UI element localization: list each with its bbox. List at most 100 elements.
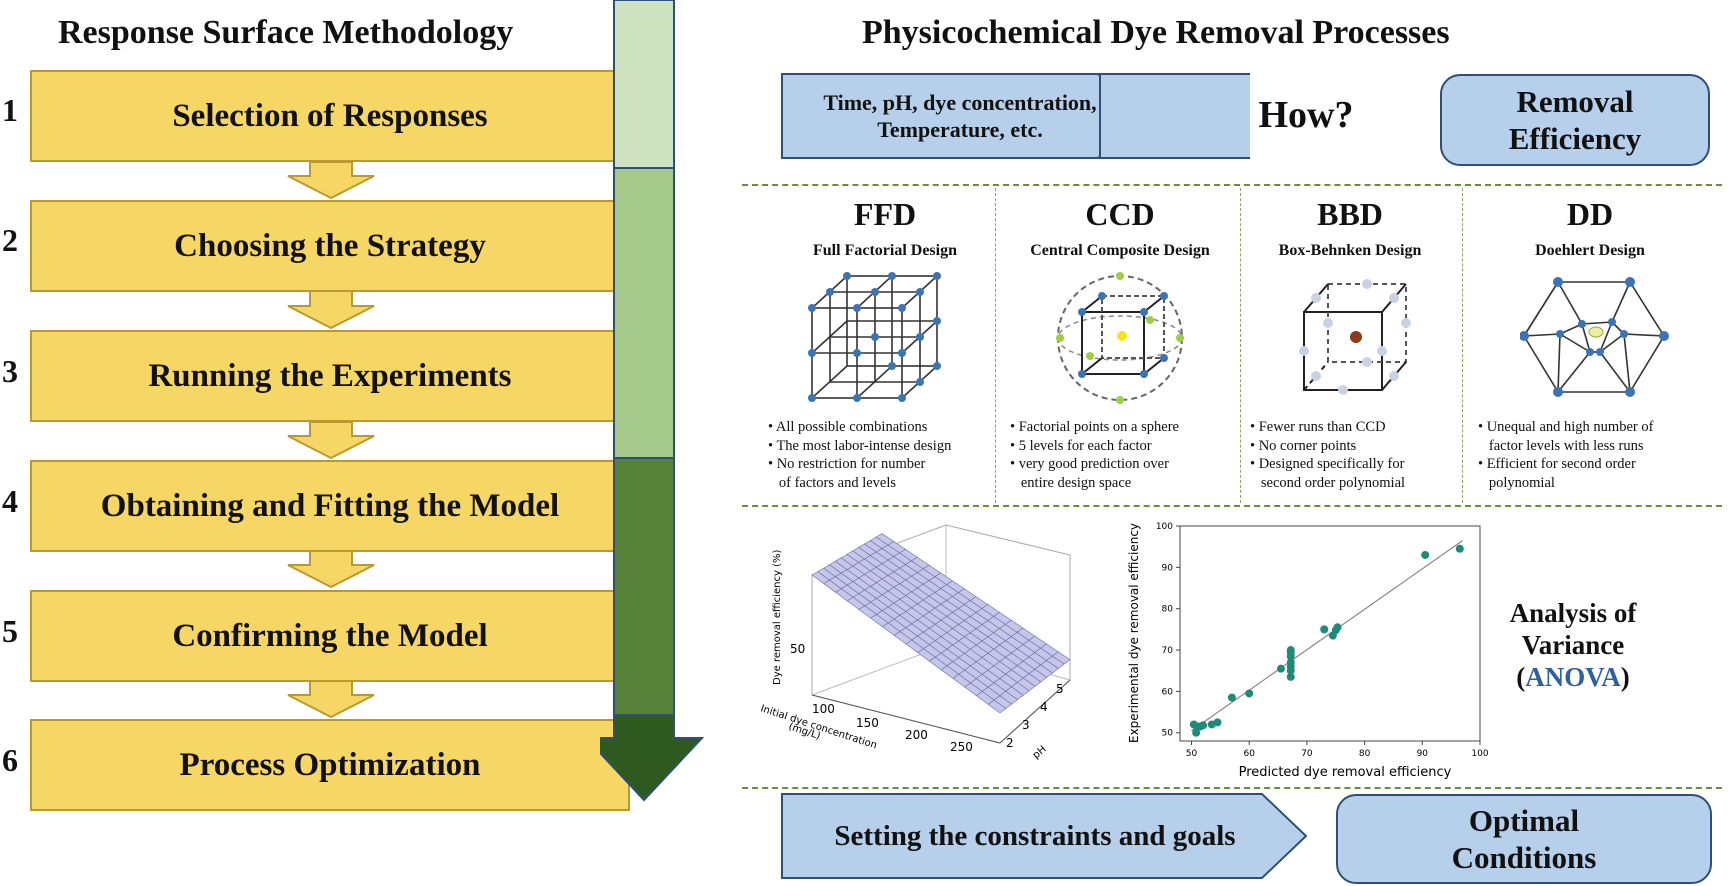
progress-bar xyxy=(600,0,705,802)
data-point xyxy=(1199,721,1208,730)
optimal-line-1: Optimal xyxy=(1468,802,1580,838)
data-point xyxy=(1227,693,1236,702)
bullet: polynomial xyxy=(1478,474,1555,491)
bullet: • No restriction for number xyxy=(768,456,926,472)
ffd-full-name: Full Factorial Design xyxy=(813,242,957,259)
y-tick-label: 90 xyxy=(1162,563,1174,573)
how-label: How? xyxy=(1258,94,1354,137)
x-tick-label: 100 xyxy=(1471,749,1488,759)
constraints-arrow-shape xyxy=(781,793,1308,879)
step-number-5: 5 xyxy=(2,613,18,649)
y-tick-label: 100 xyxy=(1156,522,1173,532)
x-tick-label: 60 xyxy=(1244,749,1256,759)
bullet: factor levels with less runs xyxy=(1478,437,1644,454)
bullet: of factors and levels xyxy=(768,474,897,491)
divider-top xyxy=(742,184,1722,186)
bullet: • very good prediction over xyxy=(1010,456,1169,472)
surface-plot: Dye removal efficiency (%) 50 100 150 20… xyxy=(760,524,1071,761)
bbd-full-name: Box-Behnken Design xyxy=(1278,242,1422,259)
ylabel: pH xyxy=(1031,744,1049,761)
bullet: • All possible combinations xyxy=(768,419,928,435)
data-point xyxy=(1286,646,1295,655)
connector-arrow-1 xyxy=(287,161,375,200)
step-number-1: 1 xyxy=(2,92,18,128)
ccd-full-name: Central Composite Design xyxy=(1030,242,1210,259)
data-point xyxy=(1455,544,1464,553)
rsm-title: Response Surface Methodology xyxy=(58,14,514,51)
divider-middle xyxy=(742,505,1722,507)
data-point xyxy=(1213,718,1222,727)
step-obtaining-fitting-model: Obtaining and Fitting the Model xyxy=(30,460,630,552)
step-selection-of-responses: Selection of Responses xyxy=(30,70,630,162)
constraints-label: Setting the constraints and goals xyxy=(834,819,1236,852)
y-tick-label: 50 xyxy=(1162,729,1174,739)
bullet: • Efficient for second order xyxy=(1478,456,1636,472)
step-choosing-strategy: Choosing the Strategy xyxy=(30,200,630,292)
anova-acronym: ANOVA xyxy=(1525,662,1621,692)
dd-abbr: DD xyxy=(1566,196,1614,232)
x-tick-label: 80 xyxy=(1359,749,1371,759)
dd-bullets: • Unequal and high number of factor leve… xyxy=(1478,418,1653,492)
paren-open: ( xyxy=(1516,662,1526,692)
data-point xyxy=(1276,664,1285,673)
factors-line-1: Time, pH, dye concentration, xyxy=(823,89,1097,115)
result-line-1: Removal xyxy=(1516,83,1634,119)
bullet: • Factorial points on a sphere xyxy=(1010,419,1179,435)
how-arrow-shape xyxy=(1099,73,1250,159)
x-tick: 250 xyxy=(950,740,973,754)
anova-line-3: (ANOVA) xyxy=(1498,661,1648,693)
data-point xyxy=(1286,658,1295,667)
anova-label: Analysis of Variance (ANOVA) xyxy=(1498,597,1648,693)
bullet: • No corner points xyxy=(1250,437,1357,454)
optimal-conditions-box: Optimal Conditions xyxy=(1336,794,1712,884)
ffd-bullets: • All possible combinations • The most l… xyxy=(768,418,951,492)
top-arrow-shapes xyxy=(781,73,1250,159)
bullet: • The most labor-intense design xyxy=(768,437,952,454)
scatter-xlabel: Predicted dye removal efficiency xyxy=(1239,765,1452,780)
connector-arrow-2 xyxy=(287,290,375,330)
bbd-abbr: BBD xyxy=(1317,196,1383,232)
optimal-line-2: Conditions xyxy=(1451,840,1597,875)
bullet: • Fewer runs than CCD xyxy=(1250,419,1386,435)
bullet: entire design space xyxy=(1010,474,1132,491)
step-running-experiments: Running the Experiments xyxy=(30,330,630,422)
step-label: Confirming the Model xyxy=(172,617,488,654)
step-label: Process Optimization xyxy=(179,746,481,783)
how-box: How? xyxy=(1186,74,1426,158)
x-tick: 100 xyxy=(812,702,835,716)
connector-arrow-4 xyxy=(287,550,375,589)
step-number-6: 6 xyxy=(2,742,18,778)
column-divider-3 xyxy=(1462,188,1463,503)
result-line-2: Efficiency xyxy=(1508,121,1642,156)
step-connector-arrows xyxy=(287,161,375,719)
step-label: Obtaining and Fitting the Model xyxy=(100,487,560,524)
column-divider-1 xyxy=(995,188,996,503)
data-point xyxy=(1286,672,1295,681)
ffd-abbr: FFD xyxy=(853,196,917,232)
bar-arrow-head xyxy=(600,714,705,802)
data-point xyxy=(1245,689,1254,698)
y-tick: 4 xyxy=(1040,700,1048,714)
zlabel: Dye removal efficiency (%) xyxy=(772,550,783,685)
y-tick-label: 60 xyxy=(1162,687,1174,697)
data-point xyxy=(1421,550,1430,559)
data-point xyxy=(1192,728,1201,737)
dd-full-name: Doehlert Design xyxy=(1535,242,1645,259)
connector-arrow-5 xyxy=(287,680,375,719)
step-confirming-model: Confirming the Model xyxy=(30,590,630,682)
bullet: • Designed specifically for xyxy=(1250,456,1405,472)
bullet: second order polynomial xyxy=(1250,474,1406,491)
step-label: Selection of Responses xyxy=(172,97,488,134)
x-tick: 200 xyxy=(905,728,928,742)
step-number-2: 2 xyxy=(2,222,18,258)
divider-bottom xyxy=(742,787,1722,789)
data-point xyxy=(1333,623,1342,632)
x-tick-label: 70 xyxy=(1301,749,1313,759)
cube-sphere-icon xyxy=(1056,272,1184,404)
column-divider-2 xyxy=(1240,188,1241,503)
y-tick: 2 xyxy=(1006,736,1014,750)
bullet: • 5 levels for each factor xyxy=(1010,437,1152,454)
y-tick: 5 xyxy=(1056,682,1064,696)
step-label: Running the Experiments xyxy=(148,357,512,394)
